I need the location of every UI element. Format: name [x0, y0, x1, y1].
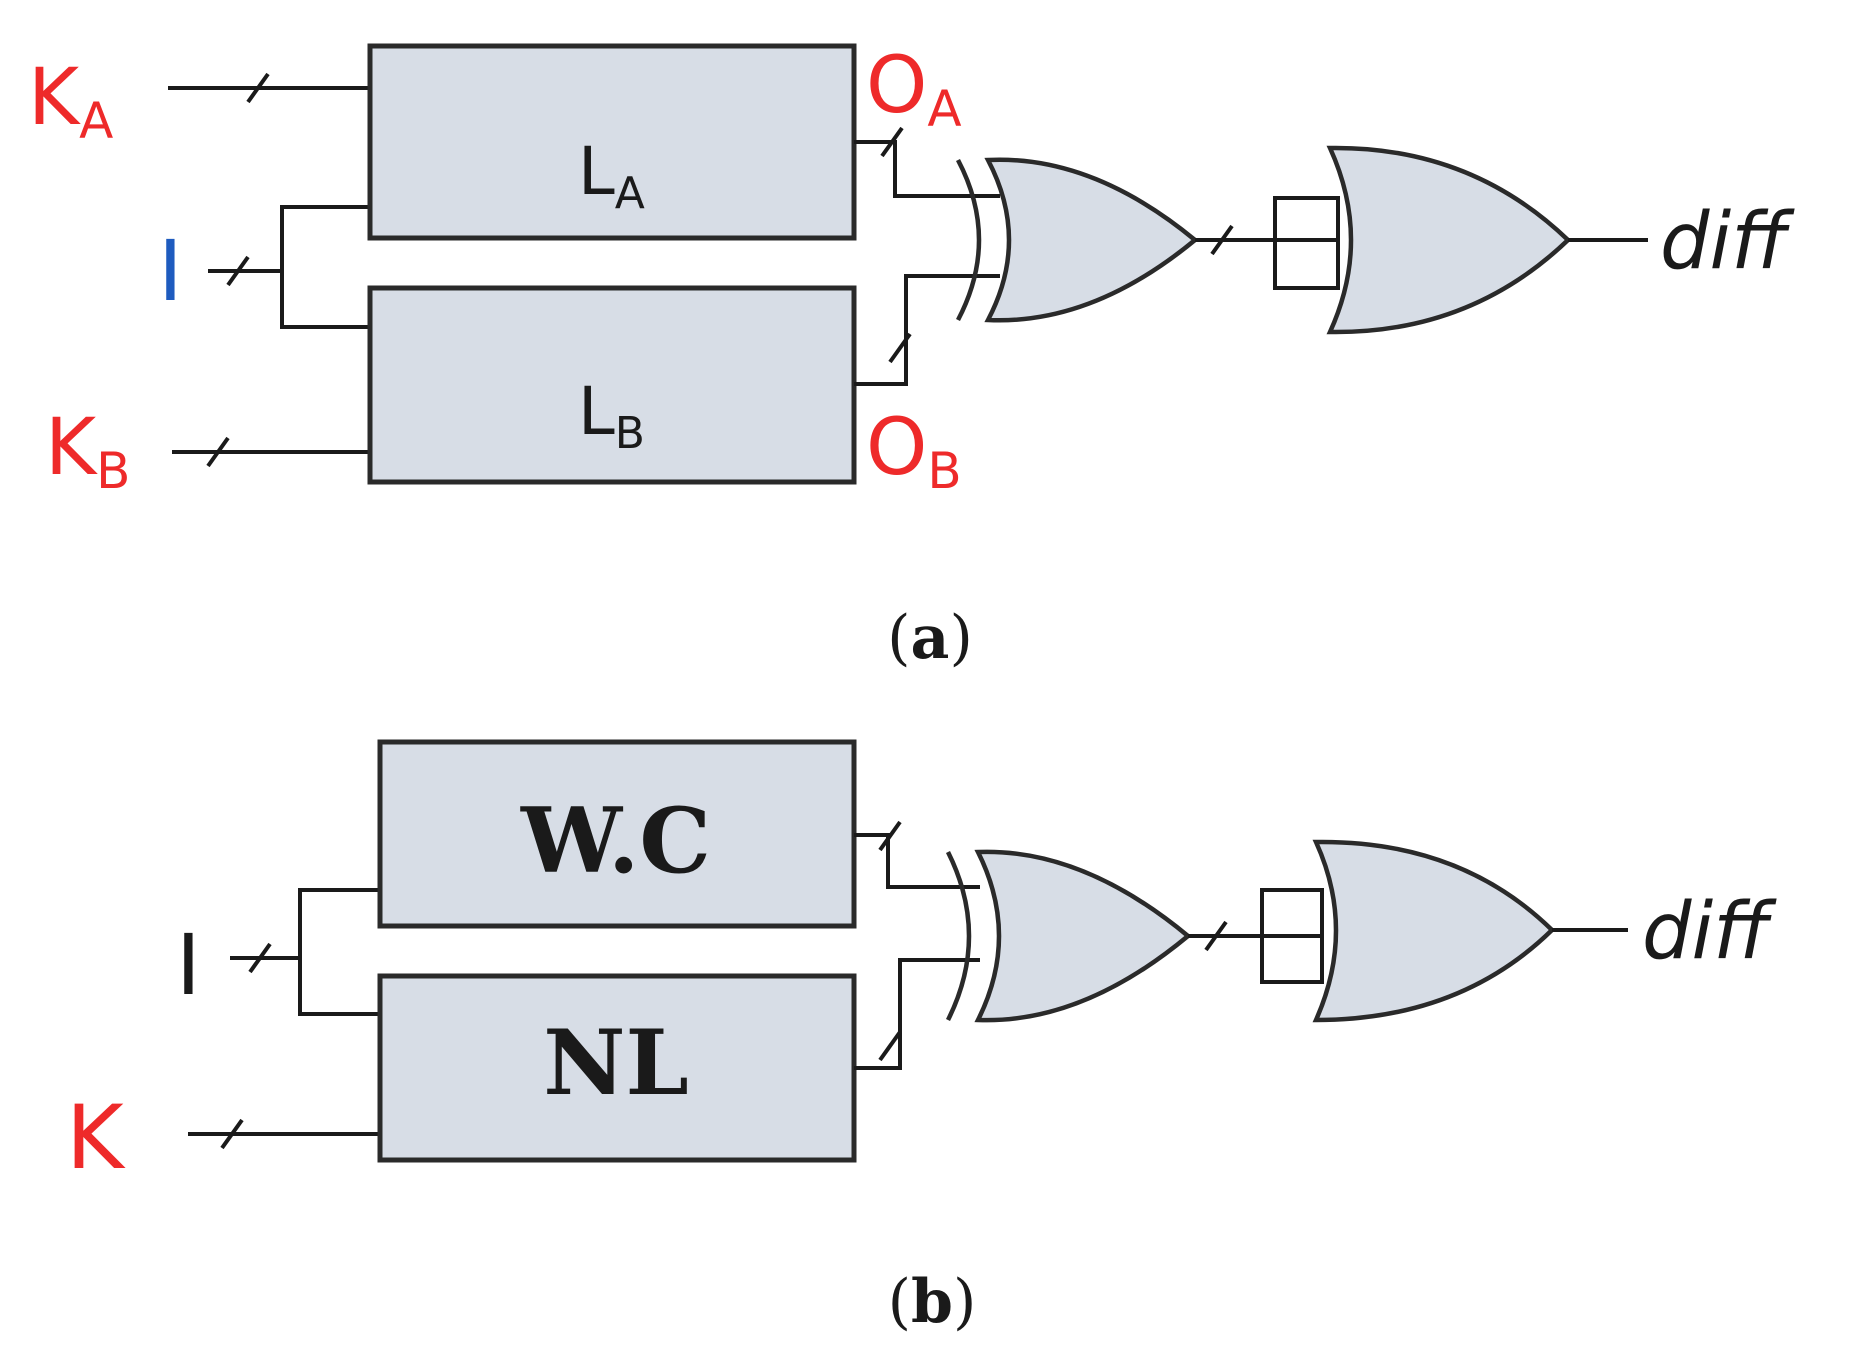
caption-a: (a): [887, 603, 973, 673]
block-la: [367, 43, 857, 241]
block-lb: [367, 285, 857, 485]
block-lb-label: LB: [578, 373, 645, 459]
block-nl: [377, 973, 857, 1163]
input-i-label: I: [158, 222, 183, 320]
input-ka-label: KA: [28, 53, 113, 150]
xor-or-wires-b: [1188, 888, 1324, 984]
xor-gate-b: [945, 849, 1192, 1023]
block-nl-label: NL: [543, 1010, 689, 1116]
input-i-label-b: I: [176, 916, 201, 1014]
input-wires-b: [188, 820, 382, 1150]
block-wc-label: W.C: [520, 788, 711, 894]
block-wc: [377, 739, 857, 929]
output-oa-label: OA: [866, 41, 962, 138]
caption-b: (b): [888, 1267, 977, 1337]
input-wires-a: [168, 72, 370, 468]
output-diff-label-b: diff: [1642, 887, 1777, 977]
input-k-label-b: K: [66, 1086, 126, 1189]
diagram-b: I K W.C NL: [66, 739, 1777, 1337]
xor-or-wires-a: [1195, 196, 1340, 290]
output-ob-label: OB: [866, 403, 962, 500]
or-gate-a: [1326, 145, 1572, 335]
output-diff-label-a: diff: [1660, 197, 1795, 287]
output-wires-a: [854, 126, 1000, 386]
block-la-label: LA: [578, 133, 645, 219]
xor-gate-a: [956, 157, 1199, 323]
output-wires-b: [854, 820, 980, 1070]
or-gate-b: [1312, 839, 1556, 1023]
input-kb-label: KB: [45, 403, 130, 500]
diagram-a: KA I KB LA LB OA OB: [28, 41, 1795, 673]
